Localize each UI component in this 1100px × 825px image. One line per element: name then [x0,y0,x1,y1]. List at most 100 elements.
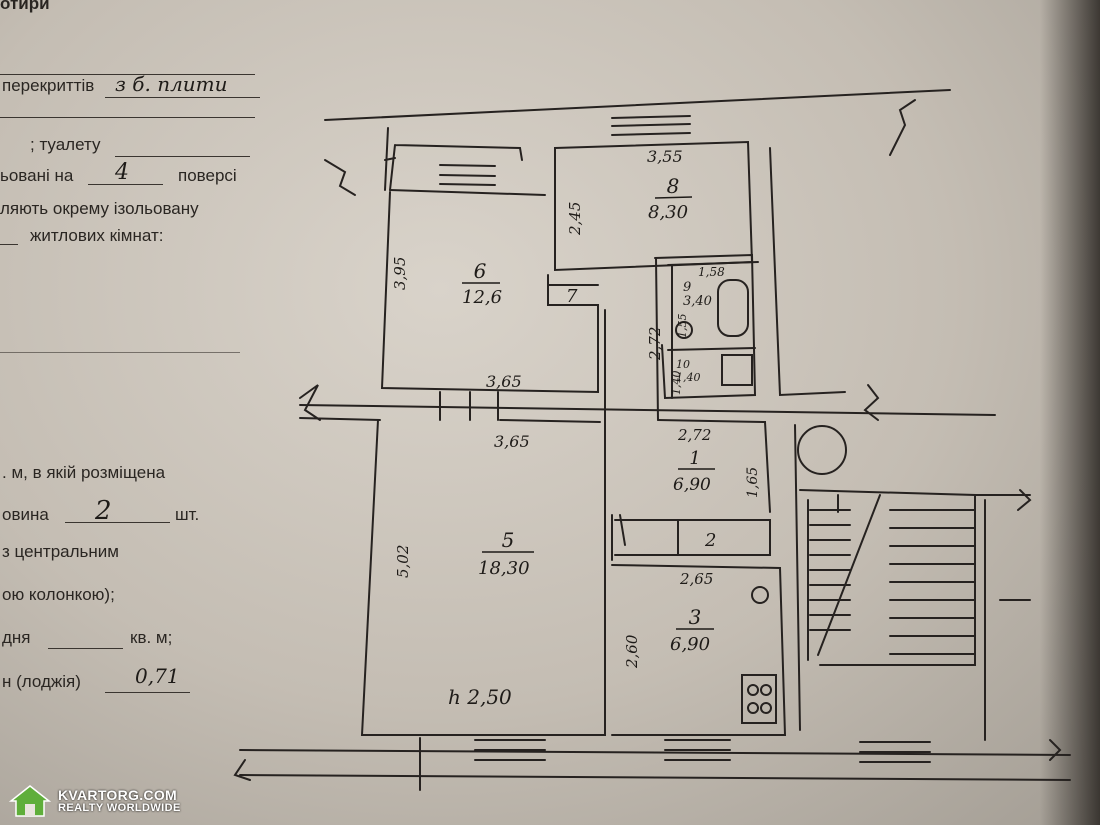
plan-burner [747,702,759,714]
room-10-area: 1,40 [676,371,701,384]
plan-break-mark [1049,739,1062,761]
page-edge-shadow [1040,0,1100,825]
plan-pipe-symbol [797,425,847,475]
form-half-prefix: овина [2,505,49,524]
room-9-area: 3,40 [683,294,712,309]
room-6-width: 3,65 [486,372,522,391]
room-9-height-dim: 1,55 [676,314,689,339]
room-9-width: 1,58 [698,265,725,279]
form-floor-prefix: ьовані на [0,166,74,185]
plan-break-mark [863,384,880,421]
room-9-number: 9 [683,280,691,295]
plan-bathtub [717,279,749,337]
plan-window [419,737,546,791]
form-area-text: . м, в якій розміщена [2,463,166,482]
plan-burner [760,684,772,696]
room-3-area: 6,90 [670,634,710,655]
form-underline [65,522,170,523]
plan-wall [384,144,523,191]
form-isolated-text: ляють окрему ізольовану [0,199,199,218]
plan-room-2-walls [614,519,771,556]
plan-door [611,514,626,561]
plan-burner [760,702,772,714]
form-heading-fragment: отири [0,0,50,13]
form-toilet-label: ; туалету [30,135,101,154]
form-floor-suffix: поверсі [178,166,237,185]
plan-stove [741,674,777,724]
room-8-area: 8,30 [648,202,688,223]
form-divider [0,352,240,353]
form-loggia-value: 0,71 [135,664,180,688]
plan-room-1-walls [657,419,771,513]
room-8-height-dim: 2,45 [566,202,584,236]
form-underline [0,117,255,118]
plan-fixture [721,354,753,386]
form-underline [48,648,123,649]
plan-burner [747,684,759,696]
form-underline [88,184,163,185]
form-underline [0,74,255,75]
plan-break-mark [324,159,356,196]
plan-wall [667,347,756,351]
plan-break-mark [1017,489,1032,511]
plan-room-3-walls [611,564,787,736]
form-floor-value: 4 [115,160,129,185]
corridor-height-dim: 2,72 [646,327,664,361]
form-loggia-prefix: н (лоджія) [2,672,81,691]
watermark-tagline: REALTY WORLDWIDE [58,801,181,814]
room-6-number: 6 [474,259,487,283]
room-5-height-dim: 5,02 [394,545,412,578]
plan-wall-middle [299,404,996,416]
plan-wall [299,417,601,423]
form-underline [0,244,18,245]
plan-window [439,164,496,186]
plan-window [664,739,731,761]
form-rooms-text: житлових кімнат: [30,226,164,245]
ceiling-height: h 2,50 [448,685,512,709]
plan-stairs-left [809,509,851,631]
form-day-prefix: дня [2,628,31,647]
plan-wall-bottom [239,774,1071,781]
room-6-height-dim: 3,95 [391,257,409,290]
plan-wall [655,257,659,421]
form-underline [115,156,250,157]
plan-wall-bottom [239,749,1071,756]
plan-window [859,741,931,763]
plan-stair-walls [794,424,976,731]
room-3-width: 2,65 [679,570,713,588]
room-10-width-dim: 1,40 [670,371,683,396]
room-3-height-dim: 2,60 [623,634,641,669]
house-logo-icon [8,783,52,819]
form-half-suffix: шт. [175,505,200,524]
room-1-width: 2,72 [677,426,711,444]
plan-break-mark [889,99,916,156]
plan-stairs-right [889,509,976,655]
room-8-number: 8 [667,174,680,198]
plan-gas-symbol [751,586,769,604]
watermark-brand: KVARTORG.COM [58,786,177,803]
plan-wall [667,261,759,266]
plan-bath-walls [654,253,757,400]
form-overlap-value: з б. плити [115,72,228,96]
room-5-area: 18,30 [478,558,530,579]
room-7-number: 7 [566,286,578,307]
room-2-number: 2 [704,530,716,551]
room-5-width: 3,65 [494,432,530,451]
form-column-text: ою колонкою); [2,585,115,604]
plan-stair-arrow [817,494,881,656]
room-10-number: 10 [676,358,690,371]
room-8-width: 3,55 [647,147,683,166]
plan-wall [769,147,846,397]
form-central-text: з центральним [2,542,119,561]
room-3-number: 3 [689,605,702,629]
room-1-number: 1 [689,448,700,469]
plan-wall [974,494,1031,741]
form-day-suffix: кв. м; [130,628,173,647]
form-half-value: 2 [95,496,112,526]
form-underline [105,97,260,98]
plan-break-mark [299,384,321,421]
room-1-area: 6,90 [673,475,711,495]
form-underline [105,692,190,693]
